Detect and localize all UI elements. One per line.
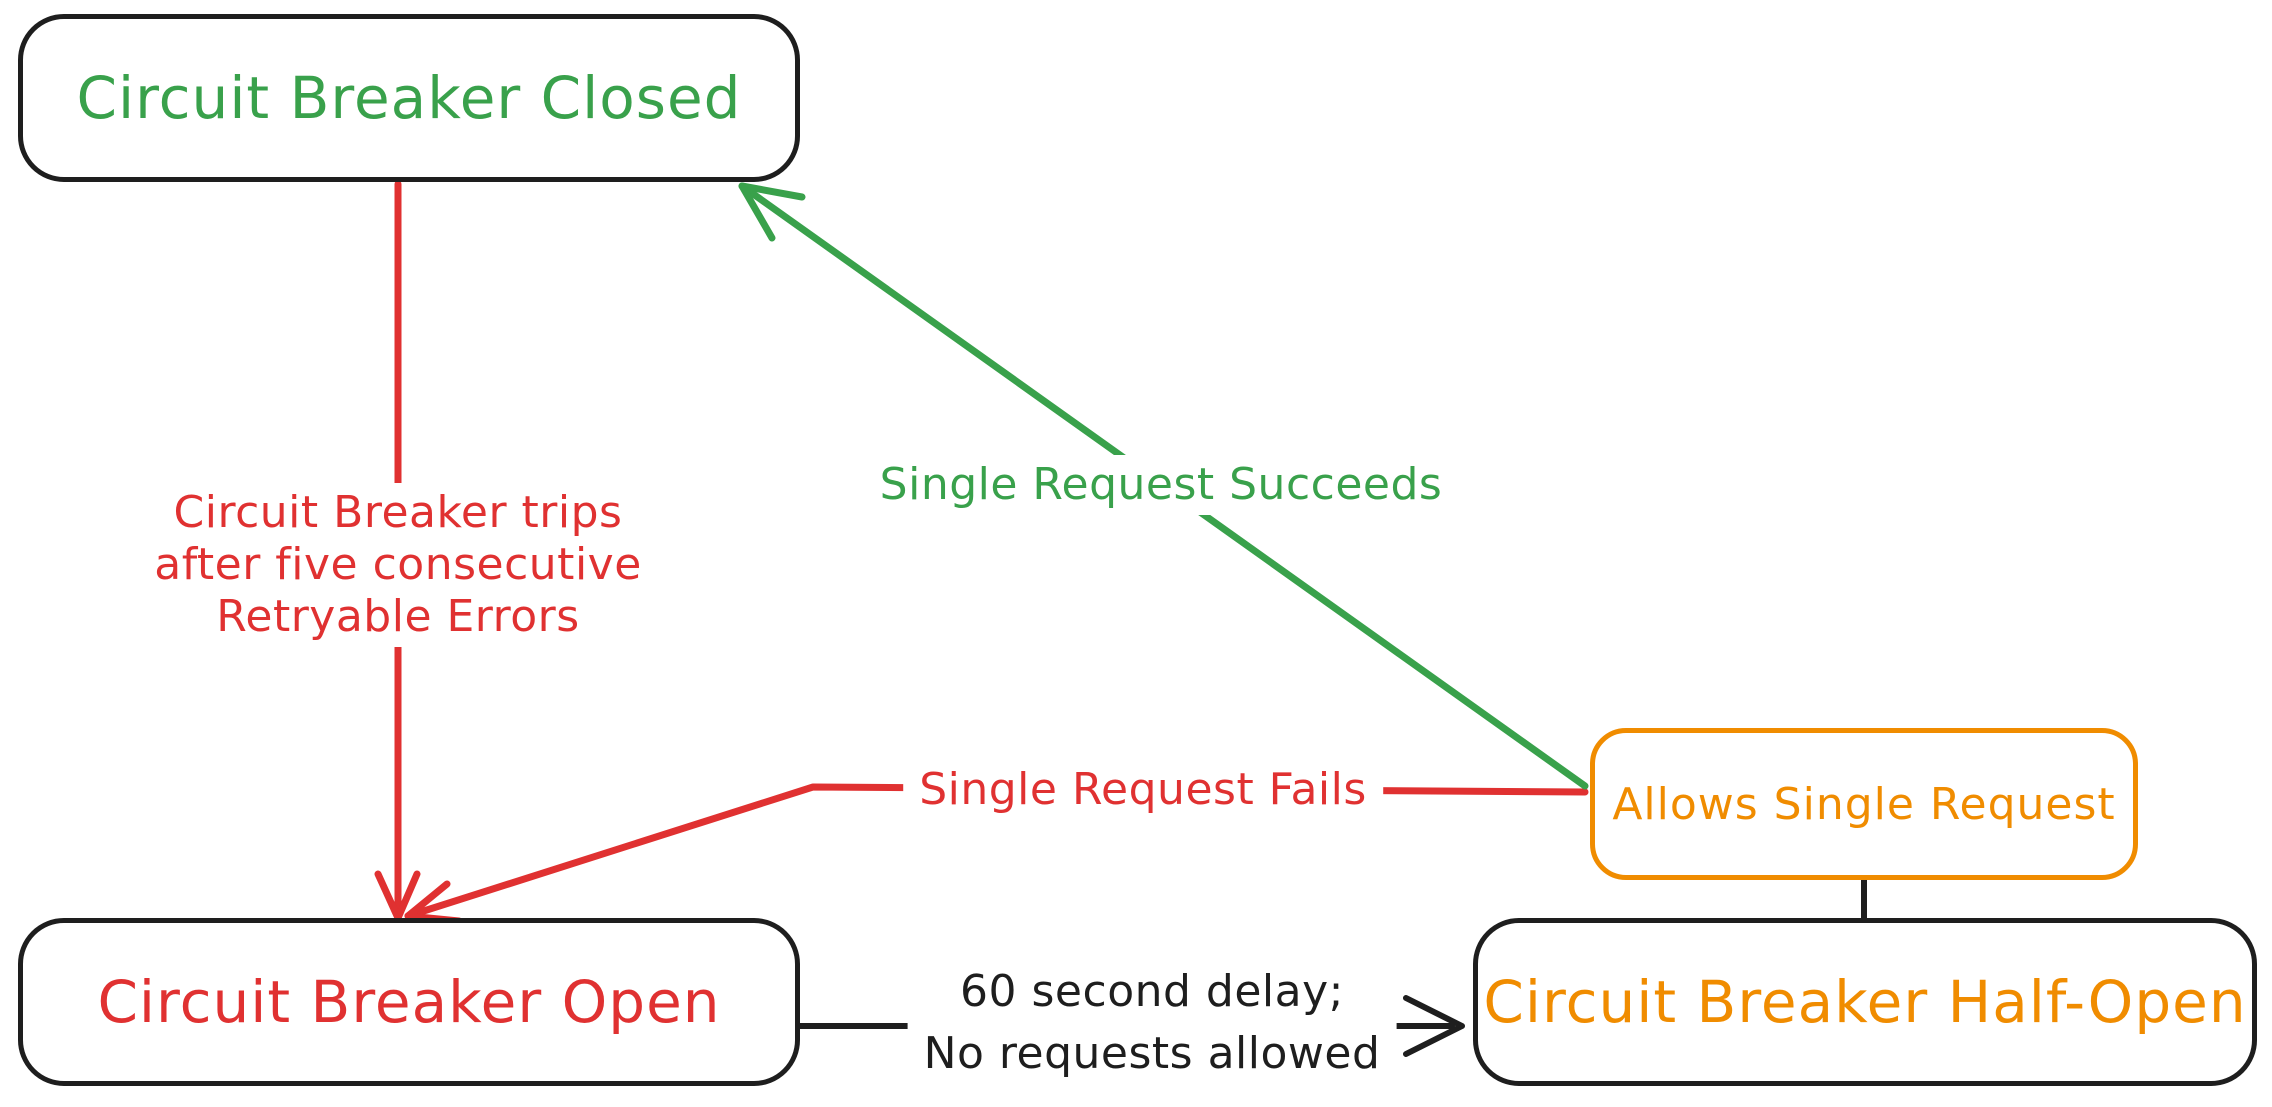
node-circuit-breaker-half-open: Circuit Breaker Half-Open	[1473, 918, 2257, 1086]
edge-delay-arrowhead	[1403, 995, 1465, 1057]
edge-label-delay-line1: 60 second delay;	[960, 966, 1344, 1017]
node-circuit-breaker-open: Circuit Breaker Open	[18, 918, 800, 1086]
node-allows-single-request-label: Allows Single Request	[1612, 778, 2116, 830]
node-allows-single-request: Allows Single Request	[1590, 728, 2138, 880]
edge-label-fails: Single Request Fails	[903, 760, 1383, 820]
edge-label-trip: Circuit Breaker trips after five consecu…	[138, 483, 658, 647]
edge-label-trip-line2: after five consecutive	[154, 539, 642, 590]
edge-label-trip-line1: Circuit Breaker trips	[173, 487, 623, 538]
node-circuit-breaker-half-open-label: Circuit Breaker Half-Open	[1483, 968, 2247, 1036]
edge-trip-arrowhead	[374, 870, 421, 922]
node-circuit-breaker-open-label: Circuit Breaker Open	[97, 968, 721, 1036]
node-circuit-breaker-closed-label: Circuit Breaker Closed	[76, 64, 742, 132]
edge-label-trip-line3: Retryable Errors	[216, 591, 580, 642]
edge-label-delay-line2: No requests allowed	[923, 1028, 1381, 1079]
edge-label-delay: 60 second delay; No requests allowed	[907, 957, 1397, 1089]
node-circuit-breaker-closed: Circuit Breaker Closed	[18, 14, 800, 182]
edge-label-succeeds: Single Request Succeeds	[863, 455, 1459, 515]
edge-succeed-arrowhead	[738, 182, 806, 242]
